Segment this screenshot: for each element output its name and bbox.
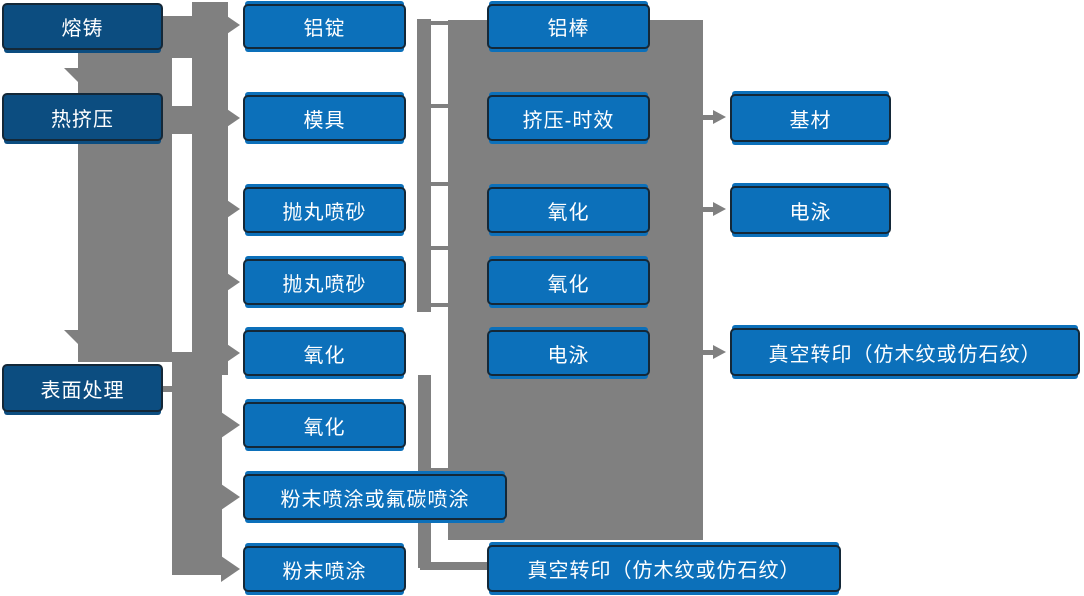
node-shot-blasting-2: 抛丸喷砂: [243, 259, 406, 305]
arrowhead-to-mold-icon: [221, 105, 240, 131]
node-extrusion-aging: 挤压-时效: [487, 95, 650, 141]
arrowhead-to-aluminum-ingot-icon: [221, 12, 240, 38]
node-oxidation-2: 氧化: [243, 402, 406, 448]
node-oxidation-4: 氧化: [487, 259, 650, 305]
node-oxidation-1: 氧化: [243, 330, 406, 376]
arrowhead-to-electrophoresis-icon: [713, 202, 726, 216]
connector-oxidation-to-electrophoresis: [698, 207, 714, 212]
arrowhead-to-base-material-icon: [713, 110, 726, 124]
connector-rung-bottom: [420, 562, 487, 570]
node-powder-coating: 粉末喷涂: [243, 546, 406, 592]
connector-rung-2: [431, 104, 448, 108]
connector-aging-to-base: [698, 115, 714, 120]
connector-rung-3: [431, 182, 448, 186]
connector-rung-5: [431, 303, 448, 307]
node-electrophoresis-2: 电泳: [730, 186, 891, 234]
node-shot-blasting-1: 抛丸喷砂: [243, 187, 406, 233]
connector-rung-6: [431, 468, 448, 472]
node-hot-extrusion: 热挤压: [2, 93, 163, 141]
connector-mid-trunk-lower: [418, 375, 431, 568]
arrowhead-to-shot-blasting-2-icon: [221, 269, 240, 295]
node-powder-or-fluorocarbon-coating: 粉末喷涂或氟碳喷涂: [243, 474, 507, 520]
connector-surface-treatment-stub: [163, 386, 179, 392]
arrowhead-to-shot-blasting-1-icon: [221, 196, 240, 222]
node-vacuum-transfer-print-1: 真空转印（仿木纹或仿石纹）: [487, 545, 841, 592]
connector-rung-1: [431, 21, 448, 25]
node-aluminum-ingot: 铝锭: [243, 4, 406, 49]
node-mold: 模具: [243, 95, 406, 141]
arrowhead-to-powder-coating-icon: [221, 556, 240, 582]
connector-trunk-lower: [172, 352, 222, 575]
arrowhead-to-oxidation-2-icon: [221, 412, 240, 438]
arrowhead-to-vacuum-transfer-icon: [713, 345, 726, 359]
node-oxidation-3: 氧化: [487, 187, 650, 233]
connector-rung-4: [431, 246, 448, 250]
connector-mid-trunk-upper: [417, 19, 431, 312]
arrowhead-down-to-surface-treatment-icon: [64, 330, 104, 350]
arrowhead-to-oxidation-1-icon: [221, 340, 240, 366]
node-melting-casting: 熔铸: [2, 3, 163, 50]
connector-trunk-upper: [192, 2, 228, 375]
node-aluminum-rod: 铝棒: [487, 4, 650, 49]
node-surface-treatment: 表面处理: [2, 364, 163, 412]
arrowhead-down-to-hot-extrusion-icon: [64, 68, 104, 88]
connector-electrophoresis-to-vacuum: [698, 350, 714, 355]
node-base-material: 基材: [730, 94, 891, 142]
node-electrophoresis-1: 电泳: [487, 330, 650, 376]
arrowhead-to-powder-fluorocarbon-icon: [221, 484, 240, 510]
node-vacuum-transfer-print-2: 真空转印（仿木纹或仿石纹）: [730, 328, 1080, 376]
